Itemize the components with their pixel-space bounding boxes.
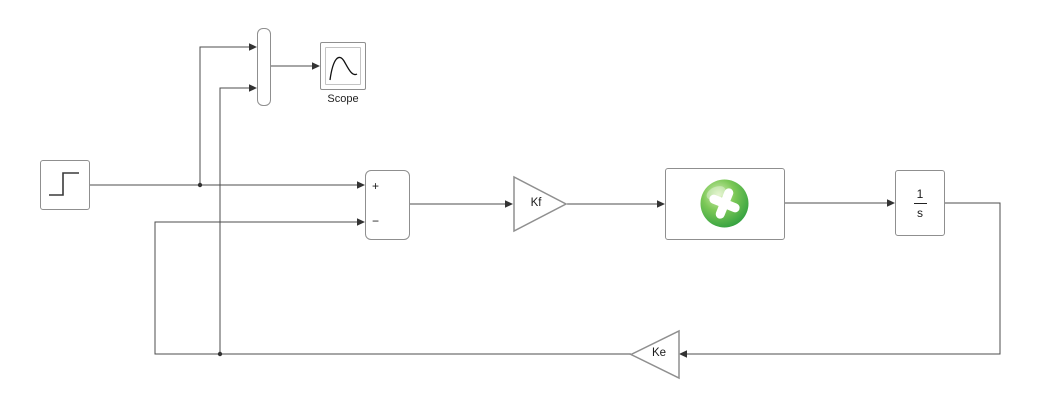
wire-ke-to-sum[interactable] [154,221,631,355]
arrowhead [679,350,687,358]
integrator-denominator: s [917,205,923,220]
gain-ke-block[interactable] [629,329,680,380]
scope-curve-icon [329,56,358,81]
sum-plus-sign: + [372,179,380,193]
integrator-block[interactable]: 1 s [895,170,945,236]
branch-point [197,182,203,188]
superblock-green-logo-icon [700,179,749,228]
arrowhead [657,200,665,208]
arrowhead [312,62,320,70]
gain-kf-block[interactable] [513,175,568,233]
scope-block[interactable] [320,42,366,90]
step-block[interactable] [40,160,90,210]
branch-point [217,351,223,357]
sum-minus-sign: − [372,214,380,228]
gain-ke-label: Ke [651,347,667,359]
gain-kf-triangle[interactable] [513,175,568,233]
integrator-numerator: 1 [916,186,924,201]
gain-ke-triangle[interactable] [629,329,680,380]
wire-branch-to-mux2[interactable] [219,87,254,354]
step-signal-icon [49,172,79,196]
superblock[interactable] [665,168,785,240]
arrowhead [357,218,365,226]
sum-block[interactable]: + − [365,170,410,240]
arrowhead [887,199,895,207]
arrowhead [357,181,365,189]
scope-label: Scope [327,93,359,105]
wire-branch-to-mux1[interactable] [199,46,254,185]
arrowhead [249,43,257,51]
fraction-line [913,202,927,204]
mux-block[interactable] [257,28,271,106]
arrowhead [249,84,257,92]
gain-kf-label: Kf [530,197,542,209]
scope-screen [325,47,361,85]
arrowhead [505,200,513,208]
